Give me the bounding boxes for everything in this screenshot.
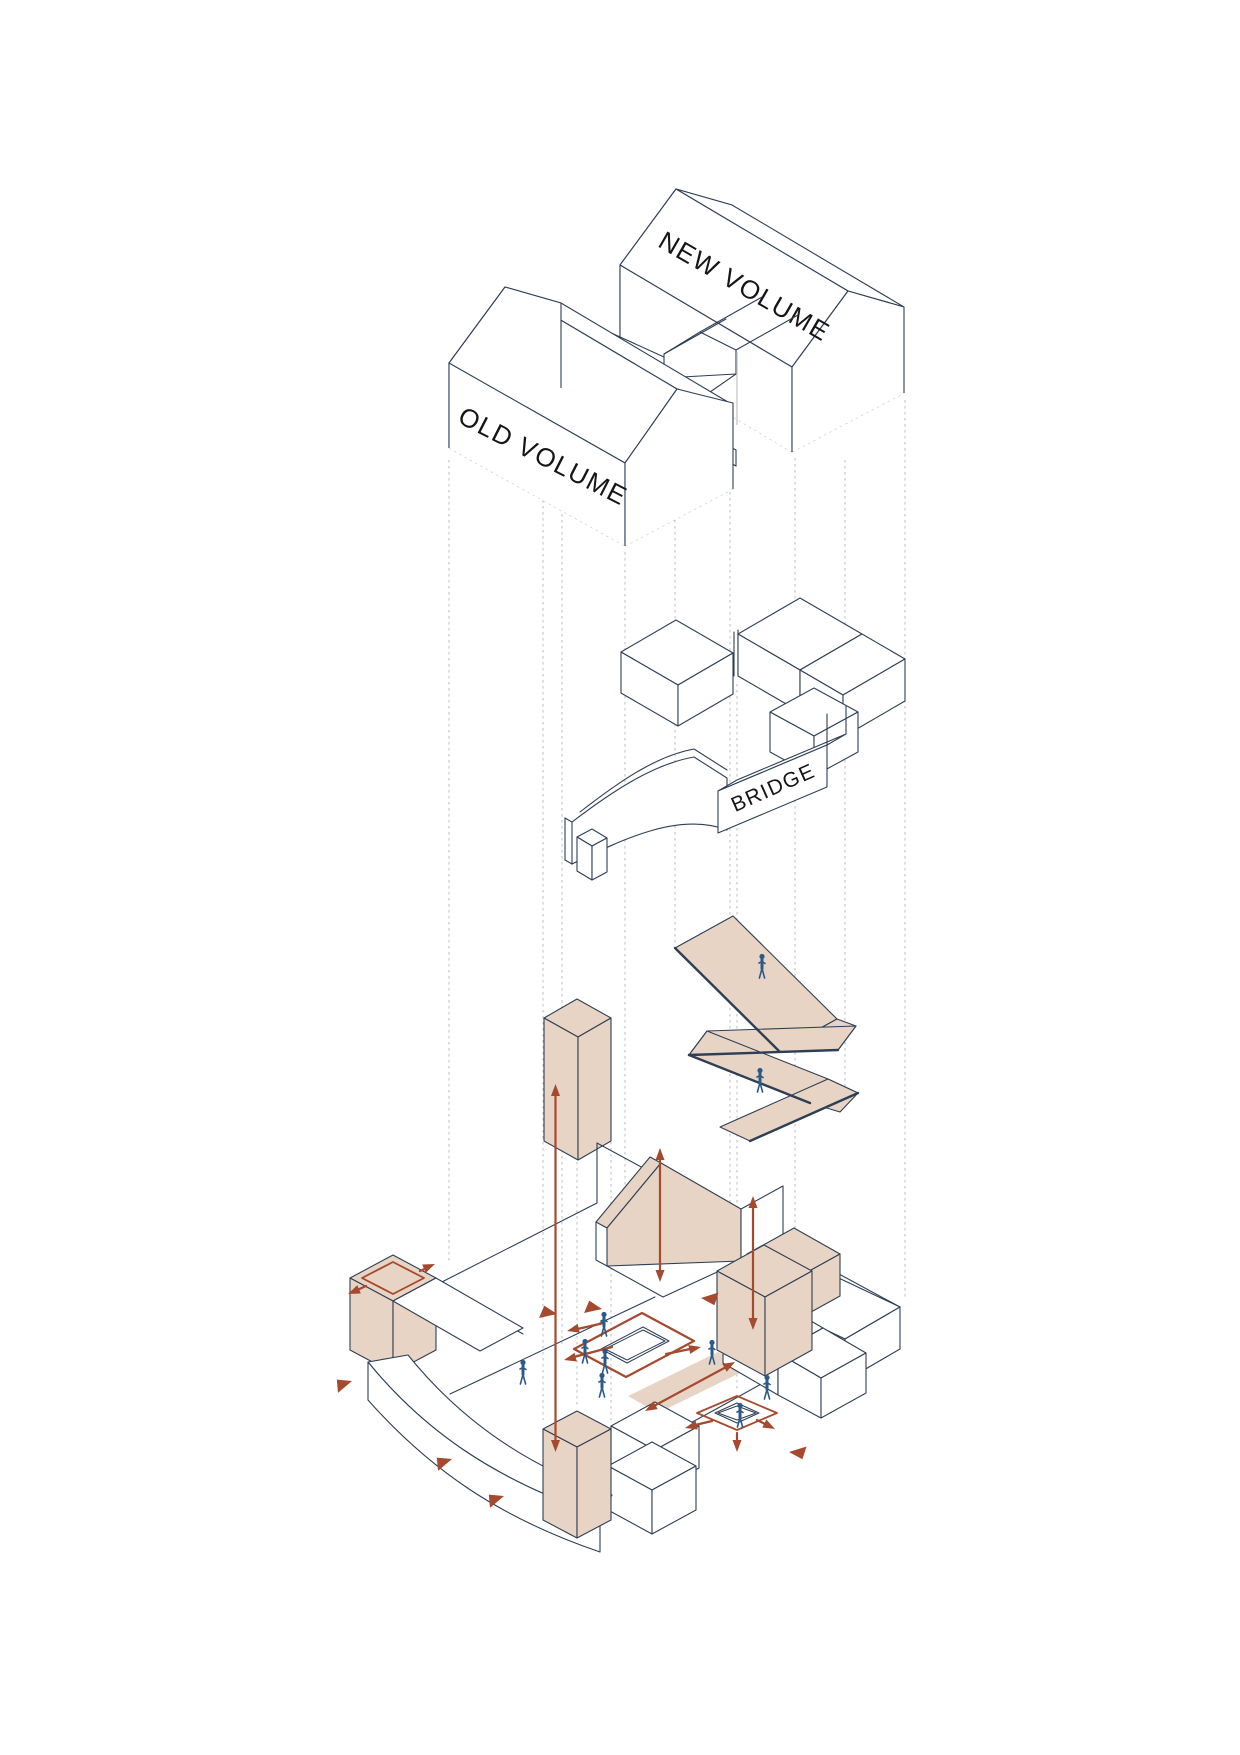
walkway-flow-arrow [642, 1358, 738, 1415]
skylight-square-small [696, 1395, 778, 1431]
small-square-arrows [683, 1418, 778, 1452]
new-volume-right-end [791, 290, 905, 452]
old-volume: OLD VOLUME [448, 286, 734, 546]
switchback-ramp [673, 915, 860, 1143]
link-bar [392, 1277, 524, 1352]
person-figure [735, 1401, 745, 1429]
vertical-circulation-arrow [655, 1148, 665, 1282]
vertical-circulation-arrow [551, 1084, 560, 1452]
person-figure [600, 1347, 610, 1375]
courtyard-outline [572, 1311, 696, 1379]
flow-arrows [333, 1084, 807, 1508]
person-figure [597, 1371, 607, 1399]
walkway-strip [628, 1352, 748, 1413]
small-cube [576, 828, 608, 881]
pillar-volume [542, 1410, 612, 1539]
courtyard-opening [600, 1326, 670, 1364]
old-volume-right-end [624, 388, 734, 546]
vertical-circulation-arrow [748, 1196, 758, 1330]
bridge-bar: BRIDGE [717, 705, 847, 834]
plaza-level [349, 1142, 901, 1553]
bridge-level: BRIDGE [564, 597, 906, 881]
skylight-arrows [346, 1259, 437, 1299]
courtyard-exit-arrow [562, 1321, 702, 1365]
person-figure [580, 1337, 590, 1365]
person-figure [518, 1358, 528, 1386]
skylight-square [361, 1261, 425, 1295]
tower-volume [543, 998, 612, 1161]
slot-gap [733, 629, 739, 677]
cube-volume [620, 619, 734, 727]
house-gable-face [606, 1162, 742, 1267]
curved-roof-bar [564, 748, 728, 865]
